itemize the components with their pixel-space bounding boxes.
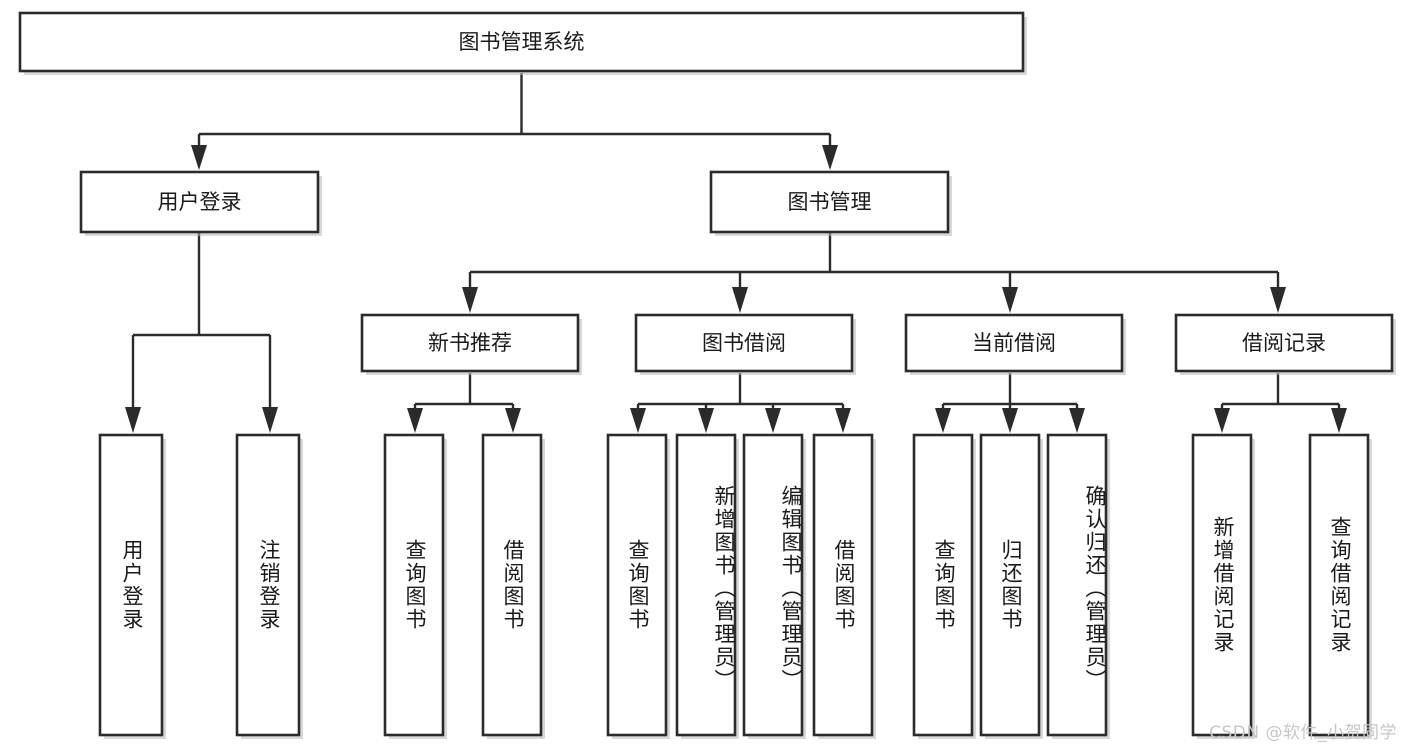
node-new-book-recommend[interactable]: 新书推荐 [360,313,582,375]
arrowhead-book-management [822,145,838,170]
edges-user-login-to-leaves [125,232,278,433]
node-current-borrow[interactable]: 当前借阅 [904,313,1126,375]
node-borrow-record[interactable]: 借阅记录 [1174,313,1396,375]
leaf-user-login-box[interactable] [98,433,164,737]
arrowhead-current-borrow [1002,287,1018,313]
arrowhead-user-login [191,145,207,170]
edges-book-borrow-to-leaves [630,373,851,433]
leaf-confirm-return-box[interactable] [1046,433,1108,737]
leaf-edit-book-box[interactable] [742,433,804,737]
node-new-book-recommend-label: 新书推荐 [428,331,512,355]
arrowhead-leaf-query-record [1331,408,1347,433]
leaf-query-book-3-box[interactable] [912,433,974,737]
arrowhead-borrow-record [1270,287,1286,313]
node-book-borrow[interactable]: 图书借阅 [634,313,856,375]
node-book-management-label: 图书管理 [788,190,872,214]
leaf-query-book-2-box[interactable] [606,433,668,737]
node-title-box[interactable] [18,11,1025,73]
node-borrow-record-box[interactable] [1174,313,1394,373]
node-user-login[interactable]: 用户登录 [79,170,322,236]
arrowhead-leaf-logout [262,407,278,433]
leaf-boxes [98,433,1372,739]
edges-root-to-level2 [191,73,838,170]
arrowhead-leaf-borrow-book-1 [505,408,521,433]
node-book-management-box[interactable] [709,170,950,234]
arrowhead-leaf-query-book-3 [935,408,951,433]
leaf-borrow-book-1-box[interactable] [481,433,543,737]
node-current-borrow-label: 当前借阅 [972,331,1056,355]
node-book-borrow-box[interactable] [634,313,854,373]
node-current-borrow-box[interactable] [904,313,1124,373]
node-book-borrow-label: 图书借阅 [702,331,786,355]
arrowhead-leaf-confirm-return [1069,408,1085,433]
leaf-borrow-book-2-box[interactable] [812,433,874,737]
csdn-watermark: CSDN @软件_小贺同学 [1209,723,1397,743]
leaf-logout-box[interactable] [235,433,301,737]
arrowhead-leaf-query-book-2 [630,408,646,433]
arrowhead-leaf-edit-book [765,408,781,433]
node-borrow-record-label: 借阅记录 [1242,331,1326,355]
leaf-add-record-box[interactable] [1191,433,1253,737]
leaf-query-record-box[interactable] [1308,433,1370,737]
node-new-book-recommend-box[interactable] [360,313,580,373]
arrowhead-leaf-query-book-1 [407,408,423,433]
node-book-management[interactable]: 图书管理 [709,170,952,236]
edges-book-management-to-level3 [462,232,1286,313]
node-title-label: 图书管理系统 [459,30,585,54]
leaf-return-book-box[interactable] [979,433,1041,737]
arrowhead-book-borrow [732,287,748,313]
arrowhead-leaf-return-book [1002,408,1018,433]
arrowhead-leaf-borrow-book-2 [835,408,851,433]
node-title[interactable]: 图书管理系统 [18,11,1027,75]
arrowhead-leaf-add-record [1214,408,1230,433]
arrowhead-leaf-user-login [125,407,141,433]
edges-recommend-to-leaves [407,373,521,433]
edges-borrow-record-to-leaves [1214,373,1347,433]
leaf-query-book-1-box[interactable] [383,433,445,737]
arrowhead-leaf-add-book [698,408,714,433]
arrowhead-new-book-recommend [462,287,478,313]
node-user-login-label: 用户登录 [158,190,242,214]
leaf-add-book-box[interactable] [675,433,737,737]
node-user-login-box[interactable] [79,170,320,234]
edges-current-borrow-to-leaves [935,373,1085,433]
